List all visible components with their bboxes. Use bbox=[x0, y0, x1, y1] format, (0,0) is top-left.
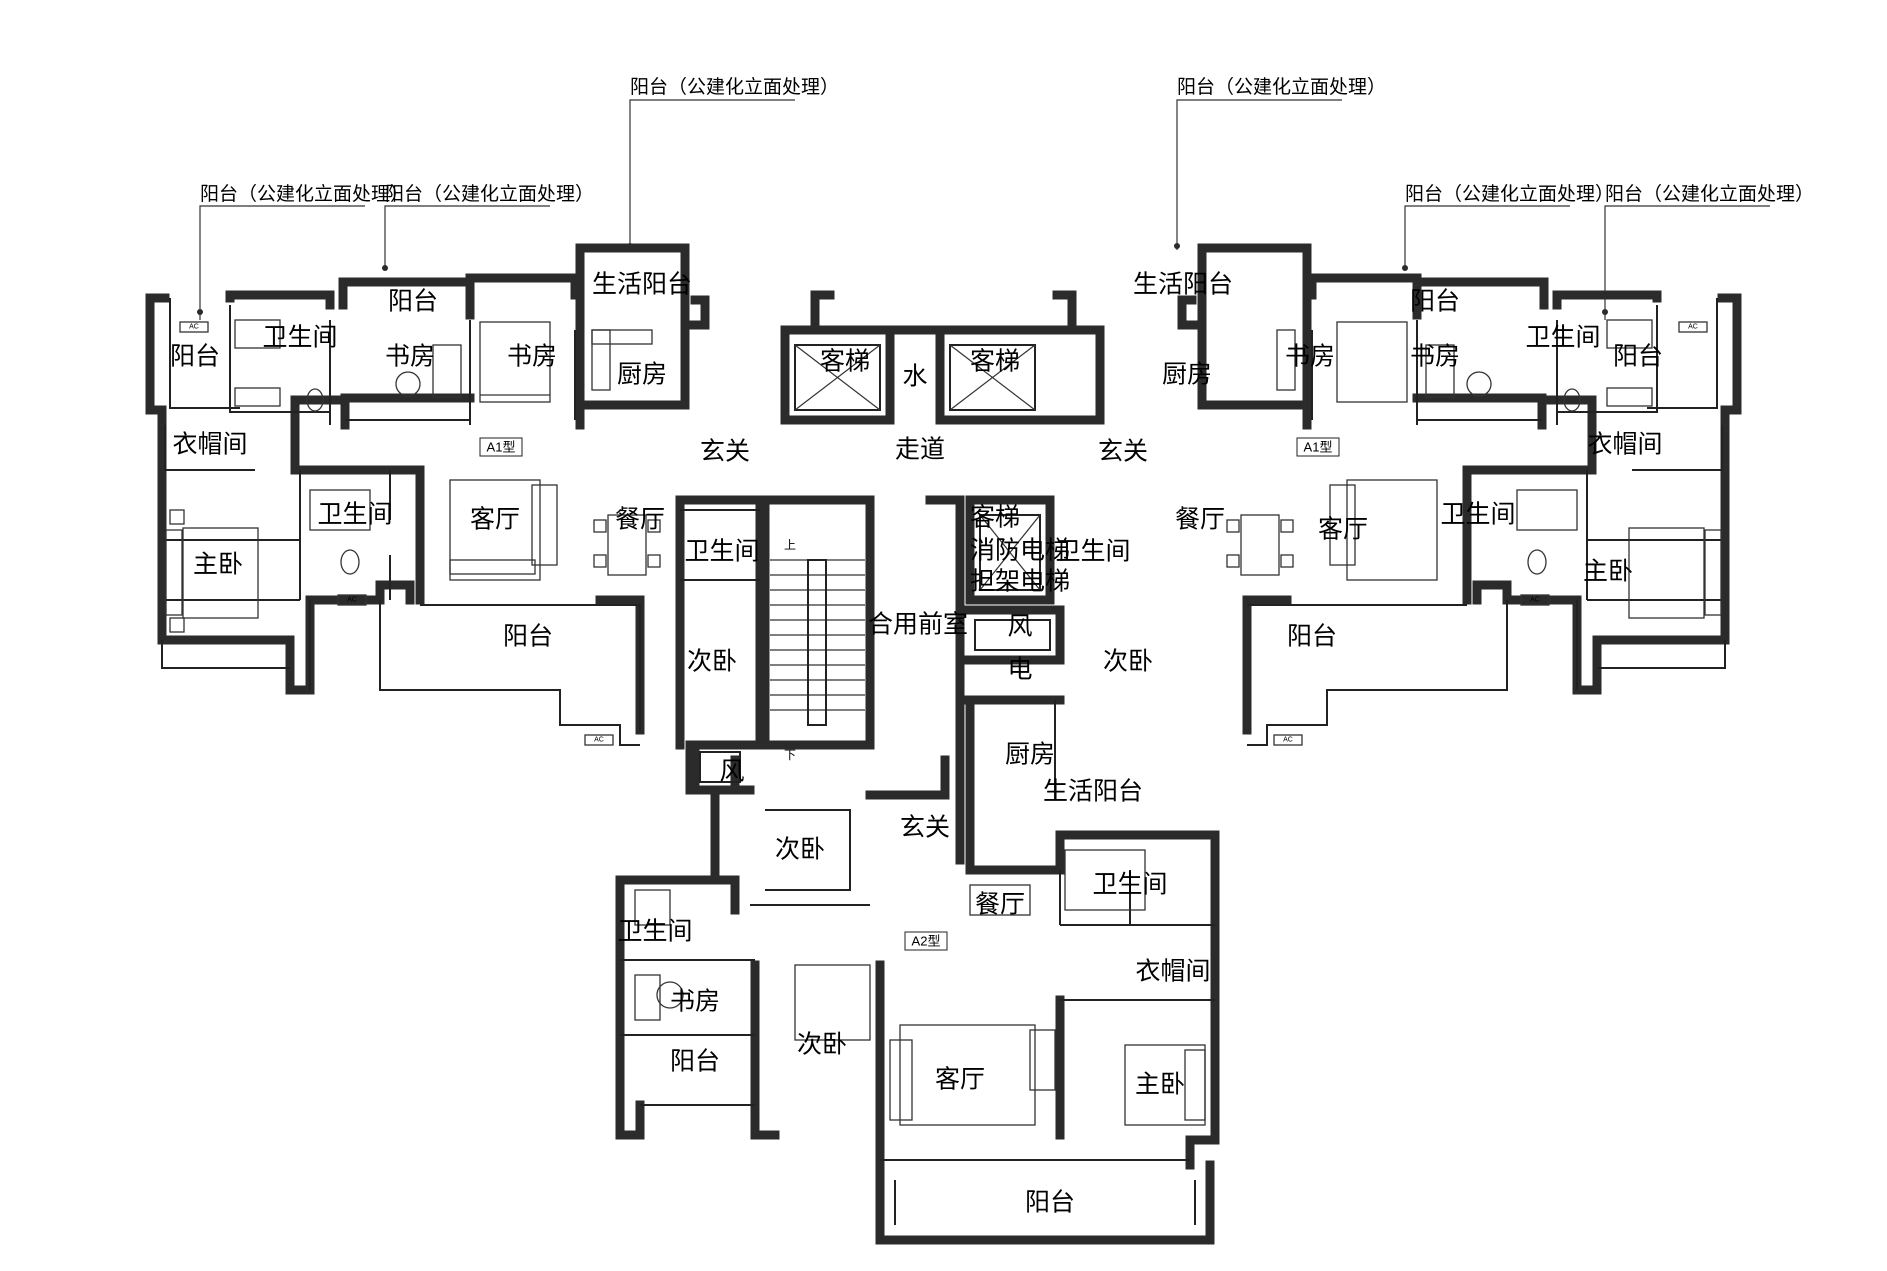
annotation-balcony-facade-3: 阳台（公建化立面处理） bbox=[630, 76, 839, 98]
label-bathroom-a2-1: 卫生间 bbox=[1092, 871, 1167, 899]
label-wind-l: 风 bbox=[719, 759, 744, 786]
label-entrance-r: 玄关 bbox=[1098, 438, 1148, 466]
label-study-r1: 书房 bbox=[1285, 343, 1335, 371]
ac-mark-6: AC bbox=[1283, 737, 1293, 744]
label-dining-a2: 餐厅 bbox=[975, 891, 1025, 919]
label-bathroom-a2-2: 卫生间 bbox=[617, 918, 692, 946]
label-cloakroom-a2: 衣帽间 bbox=[1135, 958, 1210, 986]
label-kitchen-a2: 厨房 bbox=[1005, 741, 1055, 769]
label-bathroom-r2: 卫生间 bbox=[1440, 501, 1515, 529]
label-master-l: 主卧 bbox=[193, 551, 243, 579]
annotation-balcony-facade-5: 阳台（公建化立面处理） bbox=[1405, 183, 1614, 205]
label-second-bedroom-r: 次卧 bbox=[1103, 648, 1153, 676]
label-living-room-r: 客厅 bbox=[1318, 516, 1368, 544]
label-passenger-elevator-1: 客梯 bbox=[820, 348, 870, 376]
label-wind-r: 风 bbox=[1007, 614, 1032, 641]
label-entrance-l: 玄关 bbox=[700, 438, 750, 466]
label-study-r2: 书房 bbox=[1410, 343, 1460, 371]
annotation-leaders bbox=[197, 99, 1770, 320]
label-bathroom-r3: 卫生间 bbox=[1055, 538, 1130, 566]
annotation-balcony-facade-4: 阳台（公建化立面处理） bbox=[1177, 76, 1386, 98]
ac-mark-5: AC bbox=[1530, 597, 1540, 604]
label-water: 水 bbox=[902, 363, 927, 391]
annotation-balcony-facade-6: 阳台（公建化立面处理） bbox=[1605, 183, 1814, 205]
unit-type-a2: A2型 bbox=[912, 934, 941, 949]
label-stair-up: 上 bbox=[784, 538, 796, 552]
label-dining-r: 餐厅 bbox=[1175, 506, 1225, 534]
ac-mark-3: AC bbox=[594, 737, 604, 744]
label-living-room-a2: 客厅 bbox=[935, 1066, 985, 1094]
label-balcony-l2: 阳台 bbox=[388, 288, 438, 316]
label-master-r: 主卧 bbox=[1583, 558, 1633, 586]
label-study-l2: 书房 bbox=[507, 343, 557, 371]
label-balcony-r3: 阳台 bbox=[1287, 623, 1337, 651]
unit-a2 bbox=[615, 695, 1220, 1245]
label-bathroom-l2: 卫生间 bbox=[317, 501, 392, 529]
label-bathroom-l1: 卫生间 bbox=[262, 324, 337, 352]
label-living-room-l: 客厅 bbox=[470, 506, 520, 534]
label-living-balcony-l: 生活阳台 bbox=[592, 271, 692, 299]
label-master-a2: 主卧 bbox=[1135, 1071, 1185, 1099]
ac-marks: AC AC AC AC AC AC bbox=[189, 324, 1698, 744]
ac-mark-4: AC bbox=[1688, 324, 1698, 331]
label-study-a2: 书房 bbox=[670, 988, 720, 1016]
label-balcony-l3: 阳台 bbox=[503, 623, 553, 651]
annotation-balcony-facade-1: 阳台（公建化立面处理） bbox=[200, 183, 409, 205]
unit-type-a1-left: A1型 bbox=[487, 440, 516, 455]
label-dining-l: 餐厅 bbox=[615, 506, 665, 534]
stair-treads bbox=[770, 559, 865, 726]
label-living-balcony-a2: 生活阳台 bbox=[1043, 778, 1143, 806]
label-fire-elevator-2: 担架电梯 bbox=[970, 568, 1070, 596]
label-corridor: 走道 bbox=[895, 436, 945, 464]
label-kitchen-r: 厨房 bbox=[1162, 361, 1212, 389]
label-kitchen-l: 厨房 bbox=[617, 361, 667, 389]
unit-a1-left bbox=[145, 243, 765, 795]
ac-mark-1: AC bbox=[189, 324, 199, 331]
ac-mark-2: AC bbox=[347, 597, 357, 604]
room-labels: 阳台 卫生间 阳台 书房 书房 生活阳台 厨房 衣帽间 卫生间 客厅 餐厅 主卧… bbox=[170, 271, 1663, 1217]
label-balcony-r1: 阳台 bbox=[1613, 343, 1663, 371]
label-cloakroom-l: 衣帽间 bbox=[172, 431, 247, 459]
label-balcony-a2-1: 阳台 bbox=[670, 1048, 720, 1076]
label-study-l1: 书房 bbox=[385, 343, 435, 371]
annotation-texts: 阳台（公建化立面处理） 阳台（公建化立面处理） 阳台（公建化立面处理） 阳台（公… bbox=[200, 76, 1814, 205]
label-cloakroom-r: 衣帽间 bbox=[1587, 431, 1662, 459]
core bbox=[685, 290, 1105, 865]
label-stair-down: 下 bbox=[784, 748, 796, 762]
label-fire-elevator-1: 消防电梯 bbox=[970, 537, 1070, 565]
unit-type-a1-right: A1型 bbox=[1304, 440, 1333, 455]
label-electric: 电 bbox=[1007, 656, 1032, 684]
label-balcony-r2: 阳台 bbox=[1410, 288, 1460, 316]
unit-a1-right bbox=[1177, 243, 1742, 746]
label-passenger-elevator-2: 客梯 bbox=[970, 348, 1020, 376]
label-entrance-a2: 玄关 bbox=[900, 814, 950, 842]
unit-type-tags: A1型 A1型 A2型 bbox=[479, 437, 1340, 951]
label-living-balcony-r: 生活阳台 bbox=[1133, 271, 1233, 299]
label-second-bedroom-a2-1: 次卧 bbox=[775, 836, 825, 864]
label-passenger-elevator-3: 客梯 bbox=[970, 504, 1020, 532]
label-second-bedroom-a2-2: 次卧 bbox=[797, 1031, 847, 1059]
label-balcony-l1: 阳台 bbox=[170, 343, 220, 371]
label-second-bedroom-l: 次卧 bbox=[687, 648, 737, 676]
label-bathroom-l3: 卫生间 bbox=[684, 538, 759, 566]
label-balcony-a2-2: 阳台 bbox=[1025, 1189, 1075, 1217]
annotation-balcony-facade-2: 阳台（公建化立面处理） bbox=[385, 183, 594, 205]
label-shared-lobby: 合用前室 bbox=[868, 611, 968, 639]
label-bathroom-r1: 卫生间 bbox=[1525, 324, 1600, 352]
